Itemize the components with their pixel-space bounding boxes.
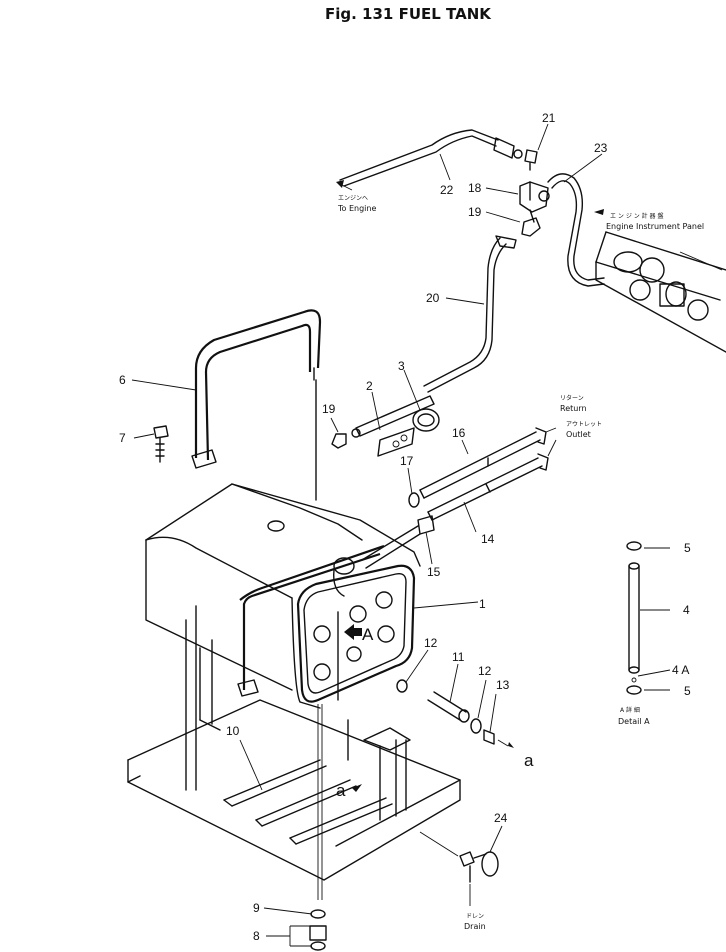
svg-text:エンジンへ: エンジンへ (338, 195, 368, 202)
annotation-outlet: アウトレット Outlet (566, 420, 602, 439)
to-engine-label: To Engine (337, 204, 376, 213)
part-number-20: 20 (426, 291, 440, 305)
annotation-return: リターン Return (560, 394, 587, 413)
outlet-label: Outlet (566, 430, 591, 439)
part-number-17: 17 (400, 454, 414, 468)
pipe-22 (339, 129, 523, 187)
part-number-24: 24 (494, 811, 508, 825)
detail-a-pipe-4 (626, 541, 642, 695)
part-number-8: 8 (253, 929, 260, 943)
part-number-2: 2 (366, 379, 373, 393)
view-arrow-a: A (344, 624, 374, 644)
ref-a-frame: a (336, 781, 346, 800)
part-number-9: 9 (253, 901, 260, 915)
annotation-engine-panel: エ ン ジ ン 計 器 盤 Engine Instrument Panel (606, 212, 704, 231)
part-number-23: 23 (594, 141, 608, 155)
part-number-18: 18 (468, 181, 482, 195)
view-label-a: A (362, 625, 374, 644)
part-number-3: 3 (398, 359, 405, 373)
part-number-10: 10 (226, 724, 240, 738)
part-number-12-right: 12 (478, 664, 492, 678)
mounting-frame: a (127, 605, 461, 900)
drain-label: Drain (464, 922, 486, 931)
part-number-22: 22 (440, 183, 454, 197)
part-number-15: 15 (427, 565, 441, 579)
svg-text:アウトレット: アウトレット (566, 420, 602, 428)
washer-9 (310, 909, 326, 919)
svg-text:A 詳 細: A 詳 細 (620, 706, 640, 714)
return-label: Return (560, 404, 587, 413)
engine-instrument-panel-label: Engine Instrument Panel (606, 222, 704, 231)
part-number-21: 21 (542, 111, 556, 125)
detail-a-label: Detail A (618, 717, 650, 726)
part-number-16: 16 (452, 426, 466, 440)
part-number-13: 13 (496, 678, 510, 692)
strap-6 (191, 309, 322, 501)
svg-text:リターン: リターン (560, 394, 584, 402)
svg-text:ドレン: ドレン (466, 913, 484, 920)
hose-16 (419, 427, 547, 499)
nut-8 (309, 925, 327, 951)
fitting-21 (524, 149, 538, 171)
part-number-4a: 4 A (672, 663, 689, 677)
fuel-tank-1 (145, 483, 421, 709)
part-number-19-mid: 19 (322, 402, 336, 416)
fitting-15 (361, 515, 435, 569)
part-number-5-bottom: 5 (684, 684, 691, 698)
elbow-19-mid (331, 433, 347, 449)
part-number-6: 6 (119, 373, 126, 387)
part-number-4: 4 (683, 603, 690, 617)
washer-3 (412, 408, 440, 432)
fitting-18 (519, 181, 550, 213)
drain-valve-24 (419, 831, 499, 883)
hose-2 (351, 395, 435, 457)
drain-hose-11: a (396, 679, 534, 770)
leader-lines (131, 123, 671, 947)
elbow-19-top (521, 209, 541, 237)
part-number-14: 14 (481, 532, 495, 546)
annotation-drain: ドレン Drain (464, 913, 486, 931)
clamp-17 (408, 492, 420, 508)
hose-14 (427, 453, 549, 521)
annotation-to-engine: エンジンへ To Engine (337, 195, 376, 213)
part-number-labels: 1 2 3 4 4 A 5 5 6 7 8 9 10 11 12 12 13 1… (119, 111, 691, 943)
engine-instrument-panel (595, 231, 726, 353)
part-number-12-left: 12 (424, 636, 438, 650)
bolt-7 (153, 425, 169, 463)
figure-title: Fig. 131 FUEL TANK (325, 5, 492, 23)
part-number-7: 7 (119, 431, 126, 445)
part-number-11: 11 (452, 650, 465, 664)
ref-a-right: a (524, 751, 534, 770)
part-number-19-top: 19 (468, 205, 482, 219)
pipe-23 (547, 173, 605, 287)
svg-text:エ ン ジ ン 計 器 盤: エ ン ジ ン 計 器 盤 (610, 212, 663, 220)
part-number-5-top: 5 (684, 541, 691, 555)
annotation-detail-a: A 詳 細 Detail A (618, 706, 650, 726)
pipe-20 (423, 235, 517, 393)
part-number-1: 1 (479, 597, 486, 611)
